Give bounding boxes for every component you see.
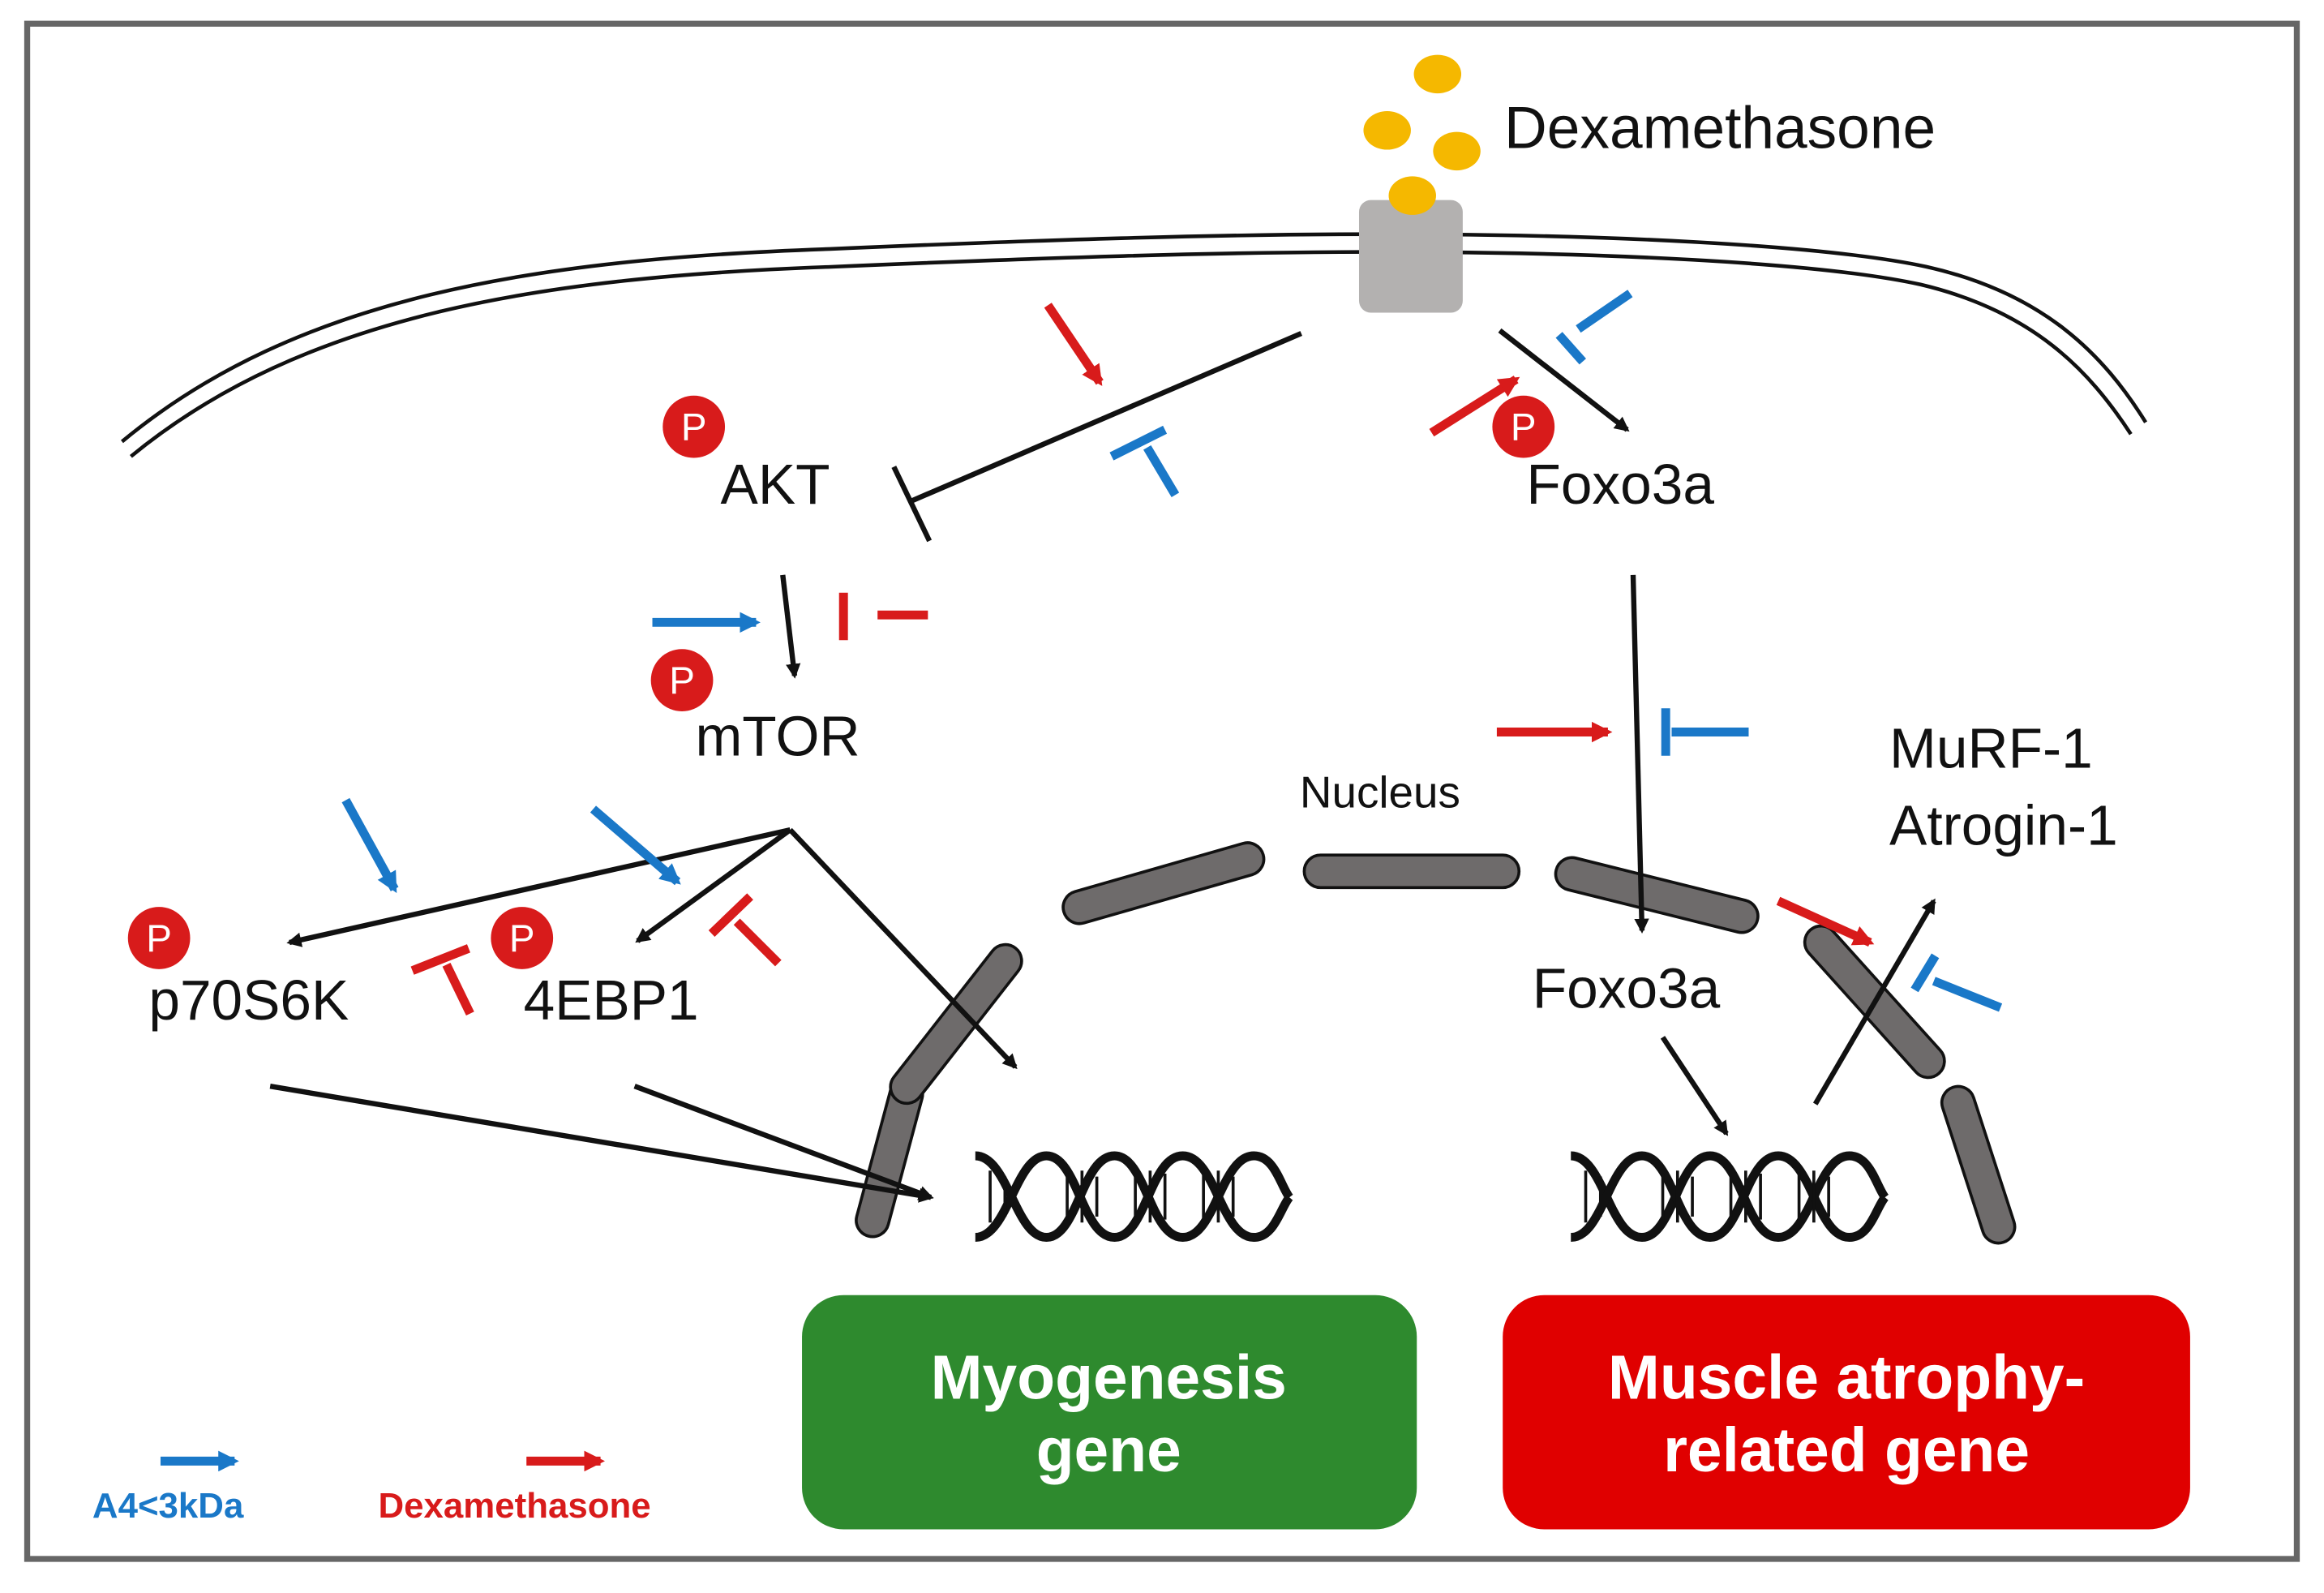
pathway-arrows (269, 328, 1936, 1203)
4ebp1-label: 4EBP1 (524, 968, 699, 1032)
legend: A4<3kDa Dexamethasone (92, 1450, 651, 1526)
cell-membrane (121, 232, 2148, 458)
foxo3a-cytoplasm-label: Foxo3a (1526, 453, 1714, 516)
phospho-badge-icon: P (491, 907, 554, 969)
svg-text:Muscle atrophy-: Muscle atrophy- (1608, 1344, 2085, 1413)
atrogin1-label: Atrogin-1 (1889, 793, 2118, 857)
dna-helix-icon (1570, 1151, 1889, 1243)
svg-text:P: P (681, 406, 707, 449)
mtor-label: mTOR (696, 705, 860, 768)
akt-label: AKT (721, 453, 830, 516)
dexamethasone-effects (410, 303, 1875, 1016)
svg-text:gene: gene (1036, 1416, 1181, 1485)
legend-dex-label: Dexamethasone (379, 1486, 651, 1526)
svg-text:P: P (509, 917, 535, 960)
phospho-badge-icon: P (127, 907, 191, 969)
phospho-badge-icon: P (662, 395, 726, 458)
nucleus-label: Nucleus (1300, 767, 1460, 818)
svg-text:Myogenesis: Myogenesis (931, 1344, 1287, 1413)
legend-a4-label: A4<3kDa (92, 1486, 244, 1526)
phospho-badge-icon: P (650, 649, 714, 711)
receptor-icon (1358, 200, 1463, 313)
ligand-dots-icon (1363, 54, 1481, 215)
svg-text:P: P (1511, 406, 1537, 449)
muscle-atrophy-gene-box: Muscle atrophy- related gene (1503, 1295, 2190, 1530)
dna-helix-icon (974, 1151, 1293, 1243)
p70s6k-label: p70S6K (148, 968, 349, 1032)
nuclear-membrane (855, 841, 2017, 1245)
svg-text:P: P (146, 917, 172, 960)
murf1-label: MuRF-1 (1889, 716, 2093, 779)
phospho-badge-icon: P (1492, 395, 1555, 458)
ligand-label: Dexamethasone (1504, 96, 1936, 161)
a4-effects (341, 290, 2003, 1012)
foxo3a-nucleus-label: Foxo3a (1533, 956, 1721, 1020)
svg-text:related gene: related gene (1663, 1416, 2030, 1485)
myogenesis-gene-box: Myogenesis gene (802, 1295, 1417, 1530)
svg-text:P: P (669, 659, 695, 702)
